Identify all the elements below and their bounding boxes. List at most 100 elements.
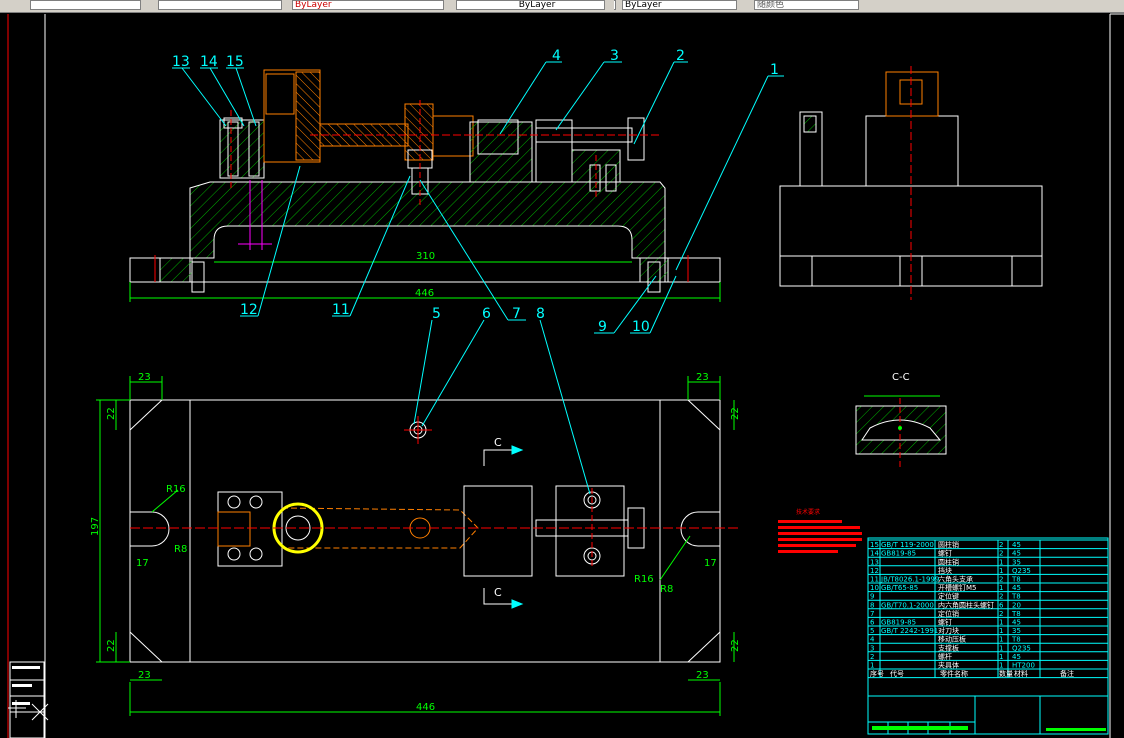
radius-r16-left: R16 bbox=[166, 484, 186, 495]
bom-row-code: GB819-85 bbox=[881, 550, 916, 558]
drawing-canvas[interactable]: 310 446 13 14 15 4 3 2 1 12 11 7 9 10 bbox=[0, 12, 1124, 738]
bom-row-material: 45 bbox=[1012, 541, 1021, 549]
bom-row-no: 5 bbox=[870, 627, 874, 635]
balloon-3: 3 bbox=[610, 48, 619, 64]
layer-state-dropdown[interactable] bbox=[158, 0, 282, 10]
bom-row-qty: 1 bbox=[999, 584, 1003, 592]
radius-r16-right: R16 bbox=[634, 574, 654, 585]
dim-23-tr: 23 bbox=[696, 372, 709, 383]
bom-row-name: 圆柱销 bbox=[938, 557, 959, 566]
color-dropdown[interactable]: ByLayer bbox=[292, 0, 444, 10]
bom-row-name: 定位键 bbox=[938, 592, 959, 601]
section-mark-top: C bbox=[494, 436, 502, 449]
plan-view bbox=[129, 399, 740, 663]
dim-23-tl: 23 bbox=[138, 372, 151, 383]
technical-requirements: 技术要求 bbox=[778, 508, 862, 553]
balloon-2: 2 bbox=[676, 48, 685, 64]
bom-row-material: T8 bbox=[1011, 636, 1021, 644]
plan-view-dimensions bbox=[96, 376, 735, 716]
balloon-8: 8 bbox=[536, 306, 545, 322]
bom-row-material: 45 bbox=[1012, 619, 1021, 627]
balloon-5: 5 bbox=[432, 306, 441, 322]
bom-row-no: 14 bbox=[870, 550, 879, 558]
dim-22-tr: 22 bbox=[730, 407, 741, 420]
bom-row-name: 内六角圆柱头螺钉 bbox=[938, 600, 994, 609]
bom-row-qty: 1 bbox=[999, 627, 1003, 635]
balloon-6: 6 bbox=[482, 306, 491, 322]
dim-17-right: 17 bbox=[704, 558, 717, 569]
linetype-dropdown-arrow-icon[interactable] bbox=[604, 0, 614, 10]
bom-row-material: T8 bbox=[1011, 610, 1021, 618]
dim-23-br: 23 bbox=[696, 670, 709, 681]
dim-310: 310 bbox=[416, 251, 435, 262]
balloon-14: 14 bbox=[200, 54, 218, 70]
section-c-c: C-C bbox=[855, 372, 947, 468]
dim-22-tl: 22 bbox=[106, 407, 117, 420]
bom-row-name: 开槽螺钉M5 bbox=[938, 583, 977, 592]
dim-446-top: 446 bbox=[415, 288, 434, 299]
radius-r8-right: R8 bbox=[660, 584, 673, 595]
lineweight-dropdown-arrow-icon[interactable] bbox=[736, 0, 746, 10]
bom-row-material: 20 bbox=[1012, 601, 1021, 609]
balloon-1: 1 bbox=[770, 62, 779, 78]
bom-row-material: HT200 bbox=[1012, 662, 1035, 670]
layer-dropdown-arrow-icon[interactable] bbox=[140, 0, 150, 10]
bom-row-name: 定位销 bbox=[938, 609, 959, 618]
plotstyle-dropdown-arrow-icon[interactable] bbox=[858, 0, 868, 10]
bom-row-no: 8 bbox=[870, 601, 874, 609]
linetype-dropdown[interactable]: ByLayer bbox=[456, 0, 616, 10]
balloon-numbers-top: 13 14 15 4 3 2 1 bbox=[172, 48, 779, 78]
bom-row-name: 六角头支承 bbox=[938, 575, 973, 584]
bom-row-name: 移动压板 bbox=[938, 635, 966, 644]
dim-17-left: 17 bbox=[136, 558, 149, 569]
balloon-numbers-bottom: 12 11 7 9 10 bbox=[240, 302, 650, 335]
balloon-10: 10 bbox=[632, 319, 650, 335]
dim-446-bottom: 446 bbox=[416, 702, 435, 713]
bom-row-code: GB/T 2242-1991 bbox=[881, 627, 938, 635]
left-strip bbox=[8, 661, 49, 738]
bom-row-no: 7 bbox=[870, 610, 874, 618]
bom-row-no: 11 bbox=[870, 576, 879, 584]
bom-row-no: 13 bbox=[870, 558, 879, 566]
bom-row-qty: 2 bbox=[999, 610, 1003, 618]
bom-row-name: 夹具体 bbox=[938, 661, 959, 670]
layer-dropdown[interactable] bbox=[30, 0, 150, 10]
section-c-c-label: C-C bbox=[892, 372, 910, 383]
properties-toolbar: ByLayer ByLayer ByLayer 随颜色 bbox=[0, 0, 1124, 13]
bom-row-material: T8 bbox=[1011, 576, 1021, 584]
bom-row-material: Q235 bbox=[1012, 644, 1031, 652]
plan-balloon-leaders bbox=[413, 319, 591, 495]
balloon-4: 4 bbox=[552, 48, 561, 64]
balloon-15: 15 bbox=[226, 54, 244, 70]
drawing-frame bbox=[7, 13, 1124, 738]
bom-header-note: 备注 bbox=[1060, 669, 1074, 678]
bom-row-name: 螺杆 bbox=[938, 652, 952, 661]
tech-req-title: 技术要求 bbox=[796, 508, 820, 516]
side-view bbox=[779, 66, 1043, 300]
bom-header-code: 代号 bbox=[890, 669, 904, 678]
bom-row-qty: 1 bbox=[999, 567, 1003, 575]
bom-header-qty: 数量 bbox=[999, 669, 1013, 678]
bom-row-qty: 2 bbox=[999, 541, 1003, 549]
bom-row-no: 1 bbox=[870, 662, 874, 670]
title-block bbox=[867, 695, 1109, 735]
bom-row-name: 支撑板 bbox=[938, 643, 959, 652]
bom-row-no: 3 bbox=[870, 644, 874, 652]
bom-row-material: 45 bbox=[1012, 584, 1021, 592]
bom-row-no: 6 bbox=[870, 619, 875, 627]
bom-row-material: 45 bbox=[1012, 653, 1021, 661]
bom-row-qty: 1 bbox=[999, 558, 1003, 566]
bom-row-no: 10 bbox=[870, 584, 879, 592]
balloon-13: 13 bbox=[172, 54, 190, 70]
lineweight-dropdown[interactable]: ByLayer bbox=[622, 0, 746, 10]
bom-row-name: 对刀块 bbox=[938, 626, 959, 635]
plotstyle-dropdown[interactable]: 随颜色 bbox=[754, 0, 866, 10]
bom-row-qty: 1 bbox=[999, 653, 1003, 661]
bom-row-qty: 1 bbox=[999, 662, 1003, 670]
bom-row-qty: 2 bbox=[999, 550, 1003, 558]
dim-197: 197 bbox=[90, 517, 101, 536]
balloon-9: 9 bbox=[598, 319, 607, 335]
bom-header-material: 材料 bbox=[1014, 669, 1028, 678]
bom-row-material: T8 bbox=[1011, 593, 1021, 601]
